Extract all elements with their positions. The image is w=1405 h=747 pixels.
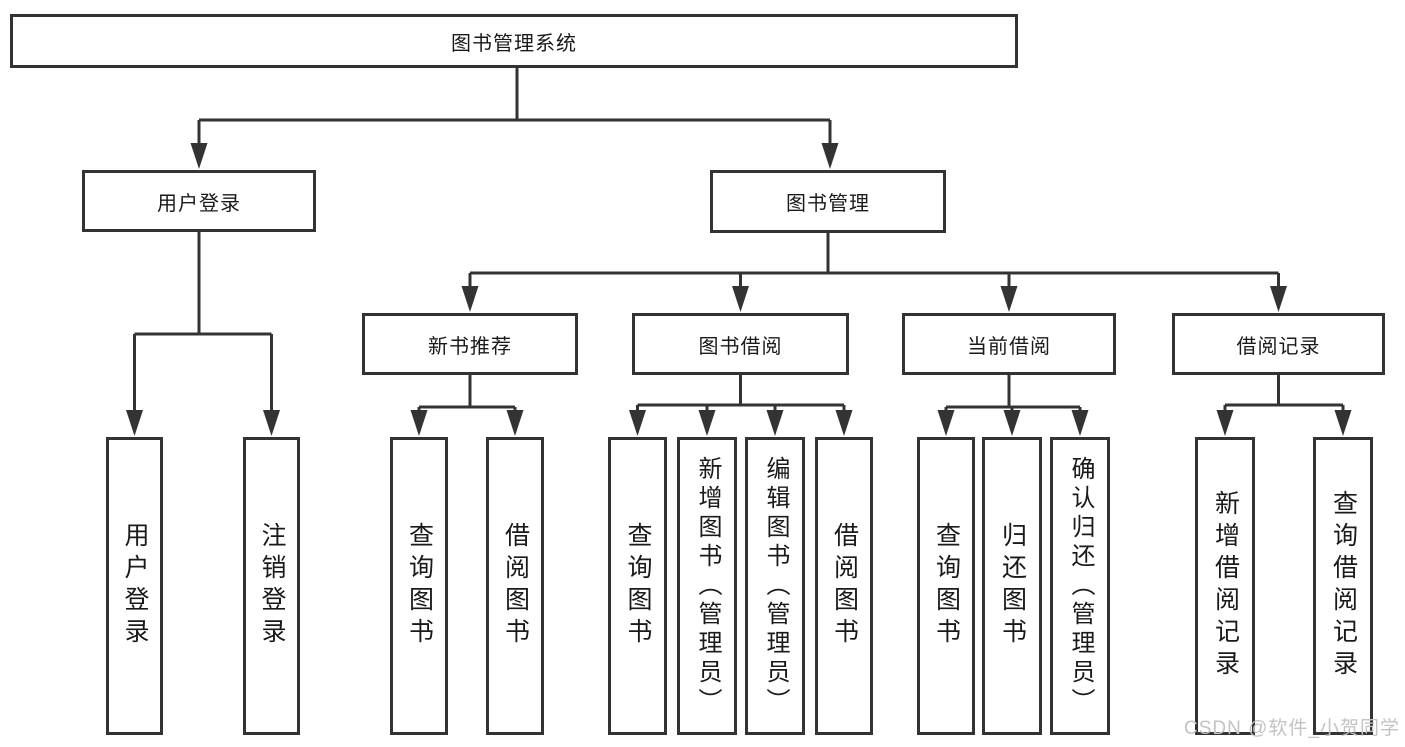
leaf-add-borrow-record: 新增借阅记录 xyxy=(1195,437,1255,735)
leaf-label: 确认归还（管理员） xyxy=(1067,455,1094,717)
node-label: 图书借阅 xyxy=(698,335,783,358)
leaf-label: 借阅图书 xyxy=(501,522,530,650)
arrow-down-icon xyxy=(506,410,524,436)
node-label: 图书管理 xyxy=(786,193,870,215)
arrow-down-icon xyxy=(126,410,143,436)
leaf-return-books: 归还图书 xyxy=(982,437,1042,735)
node-book-borrowing: 图书借阅 xyxy=(632,313,849,375)
node-label: 图书管理系统 xyxy=(451,32,577,55)
arrow-down-icon xyxy=(698,410,716,436)
node-borrowing-records: 借阅记录 xyxy=(1172,313,1385,375)
leaf-confirm-return-admin: 确认归还（管理员） xyxy=(1050,437,1110,735)
node-label: 新书推荐 xyxy=(428,335,512,358)
leaf-query-borrow-record: 查询借阅记录 xyxy=(1313,437,1373,735)
arrow-down-icon xyxy=(766,410,784,436)
arrow-down-icon xyxy=(410,410,428,436)
node-new-book-recommend: 新书推荐 xyxy=(362,313,578,375)
arrow-down-icon xyxy=(821,143,839,169)
connector-path xyxy=(133,68,1345,412)
node-book-management: 图书管理 xyxy=(710,170,946,233)
leaf-query-books-1: 查询图书 xyxy=(390,437,448,735)
arrow-down-icon xyxy=(1270,286,1287,312)
arrow-down-icon xyxy=(1000,286,1018,312)
leaf-label: 归还图书 xyxy=(998,522,1027,650)
arrow-down-icon xyxy=(1334,410,1352,436)
node-current-borrowing: 当前借阅 xyxy=(902,313,1116,375)
arrow-down-icon xyxy=(1003,410,1021,436)
leaf-label: 新增图书（管理员） xyxy=(694,455,721,717)
leaf-user-login: 用户登录 xyxy=(106,437,163,735)
leaf-label: 用户登录 xyxy=(121,522,149,650)
arrow-down-icon xyxy=(937,410,955,436)
leaf-label: 编辑图书（管理员） xyxy=(762,455,789,717)
leaf-label: 查询图书 xyxy=(932,522,961,650)
node-library-system: 图书管理系统 xyxy=(10,14,1018,68)
arrow-down-icon xyxy=(461,286,479,312)
leaf-label: 查询借阅记录 xyxy=(1329,490,1358,682)
node-label: 用户登录 xyxy=(157,192,241,215)
arrow-down-icon xyxy=(835,410,853,436)
leaf-borrow-books-1: 借阅图书 xyxy=(486,437,544,735)
leaf-label: 查询图书 xyxy=(405,522,434,650)
leaf-label: 新增借阅记录 xyxy=(1211,490,1240,682)
leaf-label: 注销登录 xyxy=(258,522,286,650)
arrow-down-icon xyxy=(732,286,749,312)
arrow-down-icon xyxy=(1071,410,1089,436)
leaf-borrow-books-2: 借阅图书 xyxy=(815,437,873,735)
node-label: 借阅记录 xyxy=(1236,335,1321,358)
leaf-label: 查询图书 xyxy=(624,522,652,650)
leaf-query-books-3: 查询图书 xyxy=(917,437,975,735)
leaf-logout: 注销登录 xyxy=(243,437,300,735)
leaf-add-books-admin: 新增图书（管理员） xyxy=(677,437,737,735)
arrow-down-icon xyxy=(190,143,208,169)
arrow-down-icon xyxy=(1216,410,1234,436)
node-user-login: 用户登录 xyxy=(82,170,316,232)
arrow-down-icon xyxy=(263,410,280,436)
leaf-query-books-2: 查询图书 xyxy=(608,437,667,735)
csdn-watermark: CSDN @软件_小贺同学 xyxy=(1184,718,1400,739)
arrow-down-icon xyxy=(629,410,646,436)
node-label: 当前借阅 xyxy=(967,335,1051,358)
leaf-label: 借阅图书 xyxy=(830,522,859,650)
leaf-edit-books-admin: 编辑图书（管理员） xyxy=(745,437,805,735)
arrow-down-icons xyxy=(126,143,1352,436)
